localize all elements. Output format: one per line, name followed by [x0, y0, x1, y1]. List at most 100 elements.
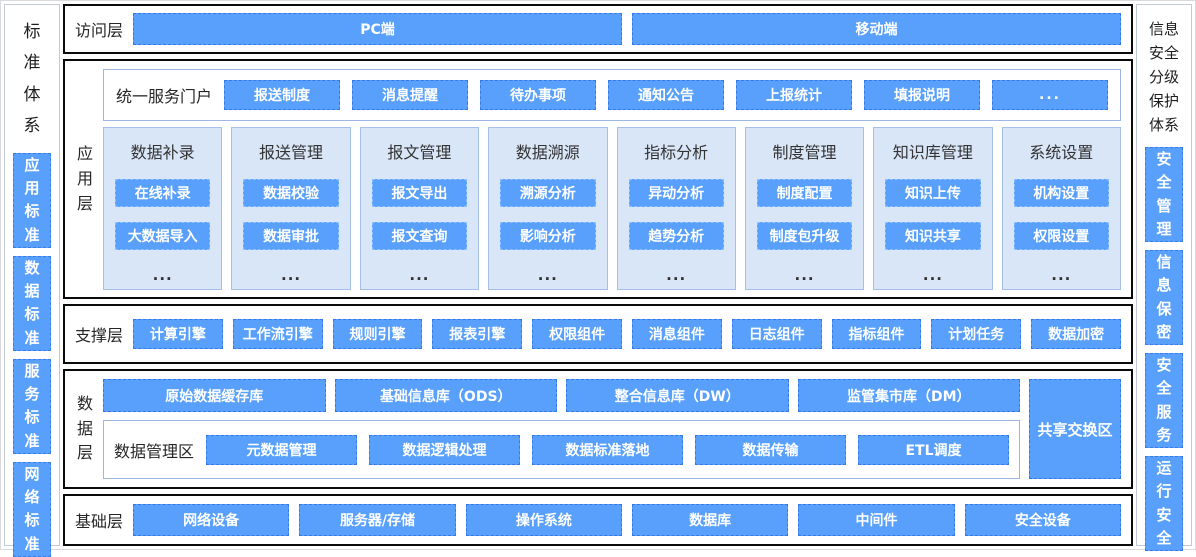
module-node: 趋势分析 — [628, 222, 724, 251]
data-management-label: 数据管理区 — [114, 441, 195, 461]
access-node-pc: PC端 — [133, 13, 623, 45]
module-node: 知识上传 — [885, 178, 981, 207]
module-node: 制度包升级 — [756, 222, 853, 251]
security-sidebar: 信息安全分级保护体系 安全管理 信息保密 安全服务 运行安全 — [1136, 4, 1192, 551]
mgmt-node-etl-scheduling: ETL调度 — [858, 434, 1010, 465]
support-node-scheduled-tasks: 计划任务 — [931, 319, 1022, 349]
infra-node-network-devices: 网络设备 — [133, 504, 290, 536]
module-node: 报文导出 — [371, 178, 468, 207]
module-more: ... — [152, 265, 173, 284]
support-layer-label: 支撑层 — [75, 326, 124, 345]
store-node-ods: 基础信息库（ODS） — [334, 379, 557, 412]
module-more: ... — [794, 265, 815, 284]
application-layer-section: 应用层 统一服务门户 报送制度 消息提醒 待办事项 通知公告 上报统计 填报说明… — [63, 59, 1133, 299]
store-node-raw-cache: 原始数据缓存库 — [103, 379, 326, 412]
standard-box-application: 应用标准 — [13, 152, 51, 248]
data-management-zone: 数据管理区 元数据管理 数据逻辑处理 数据标准落地 数据传输 ETL调度 — [103, 420, 1020, 479]
module-node: 报文查询 — [371, 222, 468, 251]
module-knowledge-base: 知识库管理 知识上传 知识共享 ... — [873, 127, 993, 290]
support-node-compute-engine: 计算引擎 — [133, 319, 223, 349]
standard-box-service: 服务标准 — [13, 358, 51, 454]
access-node-mobile: 移动端 — [632, 13, 1122, 45]
module-node: 影响分析 — [500, 222, 596, 251]
data-layer-section: 数据层 原始数据缓存库 基础信息库（ODS） 整合信息库（DW） 监管集市库（D… — [63, 369, 1133, 489]
module-more: ... — [666, 265, 687, 284]
mgmt-node-metadata: 元数据管理 — [206, 434, 358, 465]
portal-node-message-reminder: 消息提醒 — [352, 80, 469, 110]
mgmt-node-data-transfer: 数据传输 — [695, 434, 847, 465]
layer-stack: 访问层 PC端 移动端 应用层 统一服务门户 报送制度 消息提醒 待办事项 通知… — [63, 4, 1133, 546]
standard-box-data: 数据标准 — [13, 255, 51, 351]
module-message-management: 报文管理 报文导出 报文查询 ... — [359, 127, 480, 290]
shared-exchange-zone: 共享交换区 — [1029, 379, 1121, 479]
support-node-workflow-engine: 工作流引擎 — [232, 319, 323, 349]
module-more: ... — [409, 265, 430, 284]
module-node: 溯源分析 — [500, 178, 596, 207]
infra-node-database: 数据库 — [632, 504, 789, 536]
support-layer-section: 支撑层 计算引擎 工作流引擎 规则引擎 报表引擎 权限组件 消息组件 日志组件 … — [63, 304, 1133, 364]
mgmt-node-logic-processing: 数据逻辑处理 — [369, 434, 521, 465]
portal-node-filling-instructions: 填报说明 — [864, 80, 981, 110]
application-layer-content: 统一服务门户 报送制度 消息提醒 待办事项 通知公告 上报统计 填报说明 ...… — [103, 69, 1121, 290]
module-more: ... — [922, 265, 943, 284]
data-layer-content: 原始数据缓存库 基础信息库（ODS） 整合信息库（DW） 监管集市库（DM） 数… — [103, 379, 1020, 479]
store-node-dm: 监管集市库（DM） — [797, 379, 1020, 412]
infrastructure-layer-label: 基础层 — [75, 512, 124, 531]
module-node: 权限设置 — [1013, 222, 1109, 251]
security-box-management: 安全管理 — [1145, 147, 1183, 242]
module-node: 制度配置 — [756, 178, 853, 207]
standard-box-network: 网络标准 — [13, 461, 51, 557]
module-system-settings: 系统设置 机构设置 权限设置 ... — [1001, 127, 1121, 290]
module-data-tracing: 数据溯源 溯源分析 影响分析 ... — [488, 127, 608, 290]
support-node-report-engine: 报表引擎 — [432, 319, 523, 349]
store-node-dw: 整合信息库（DW） — [566, 379, 789, 412]
module-node: 数据审批 — [243, 222, 339, 251]
infra-node-middleware: 中间件 — [798, 504, 955, 536]
standards-sidebar: 标准体系 应用标准 数据标准 服务标准 网络标准 — [4, 4, 60, 557]
module-node: 大数据导入 — [115, 222, 211, 251]
security-sidebar-items: 安全管理 信息保密 安全服务 运行安全 — [1137, 147, 1191, 551]
infra-node-security-devices: 安全设备 — [964, 504, 1121, 536]
support-node-data-encryption: 数据加密 — [1031, 319, 1121, 349]
module-data-supplement: 数据补录 在线补录 大数据导入 ... — [103, 127, 223, 290]
portal-node-todo-items: 待办事项 — [480, 80, 597, 110]
data-stores-row: 原始数据缓存库 基础信息库（ODS） 整合信息库（DW） 监管集市库（DM） — [103, 379, 1020, 412]
standards-sidebar-items: 应用标准 数据标准 服务标准 网络标准 — [5, 152, 59, 557]
standards-sidebar-title: 标准体系 — [23, 22, 41, 137]
unified-service-portal: 统一服务门户 报送制度 消息提醒 待办事项 通知公告 上报统计 填报说明 ... — [103, 69, 1121, 121]
module-node: 在线补录 — [115, 178, 211, 207]
support-node-rule-engine: 规则引擎 — [332, 319, 423, 349]
portal-label: 统一服务门户 — [116, 87, 213, 106]
security-sidebar-title: 信息安全分级保护体系 — [1148, 20, 1179, 134]
module-more: ... — [1051, 265, 1072, 284]
module-node: 知识共享 — [885, 222, 981, 251]
security-box-services: 安全服务 — [1145, 353, 1183, 448]
application-layer-label: 应用层 — [76, 144, 93, 213]
support-node-log-component: 日志组件 — [731, 319, 822, 349]
application-modules: 数据补录 在线补录 大数据导入 ... 报送管理 数据校验 数据审批 ... 报… — [103, 127, 1121, 290]
support-node-indicator-component: 指标组件 — [831, 319, 922, 349]
module-more: ... — [537, 265, 558, 284]
security-box-confidentiality: 信息保密 — [1145, 250, 1183, 345]
infra-node-operating-system: 操作系统 — [465, 504, 622, 536]
module-submission-management: 报送管理 数据校验 数据审批 ... — [231, 127, 351, 290]
infra-node-server-storage: 服务器/存储 — [299, 504, 456, 536]
infrastructure-layer-section: 基础层 网络设备 服务器/存储 操作系统 数据库 中间件 安全设备 — [63, 494, 1133, 546]
mgmt-node-standard-landing: 数据标准落地 — [532, 434, 684, 465]
module-node: 异动分析 — [628, 178, 724, 207]
module-more: ... — [281, 265, 302, 284]
support-node-permission-component: 权限组件 — [532, 319, 622, 349]
module-node: 数据校验 — [243, 178, 339, 207]
data-layer-label: 数据层 — [76, 393, 93, 463]
module-node: 机构设置 — [1013, 178, 1109, 207]
module-system-management: 制度管理 制度配置 制度包升级 ... — [744, 127, 865, 290]
access-layer-label: 访问层 — [75, 21, 124, 40]
access-layer-section: 访问层 PC端 移动端 — [63, 4, 1133, 54]
portal-node-report-statistics: 上报统计 — [736, 80, 853, 110]
portal-node-reporting-system: 报送制度 — [224, 80, 341, 110]
support-node-message-component: 消息组件 — [632, 319, 722, 349]
security-box-operation: 运行安全 — [1145, 456, 1183, 551]
portal-node-notice: 通知公告 — [608, 80, 725, 110]
portal-node-more: ... — [992, 80, 1109, 110]
